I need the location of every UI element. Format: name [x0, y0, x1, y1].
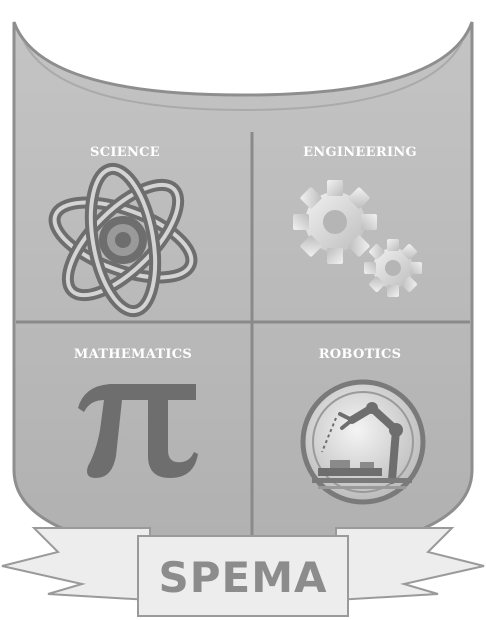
label-robotics: ROBOTICS — [319, 347, 402, 362]
label-engineering: ENGINEERING — [303, 145, 417, 160]
label-mathematics: MATHEMATICS — [74, 347, 192, 362]
pi-icon — [78, 384, 198, 478]
atom-icon — [48, 162, 198, 318]
label-science: SCIENCE — [90, 145, 160, 160]
banner-text: SPEMA — [158, 553, 327, 602]
gears-icon — [293, 180, 422, 297]
shield-inner-rim — [23, 41, 463, 112]
banner-ribbon: SPEMA — [1, 527, 485, 617]
shield — [12, 21, 474, 592]
robot-arm-icon — [300, 379, 426, 505]
